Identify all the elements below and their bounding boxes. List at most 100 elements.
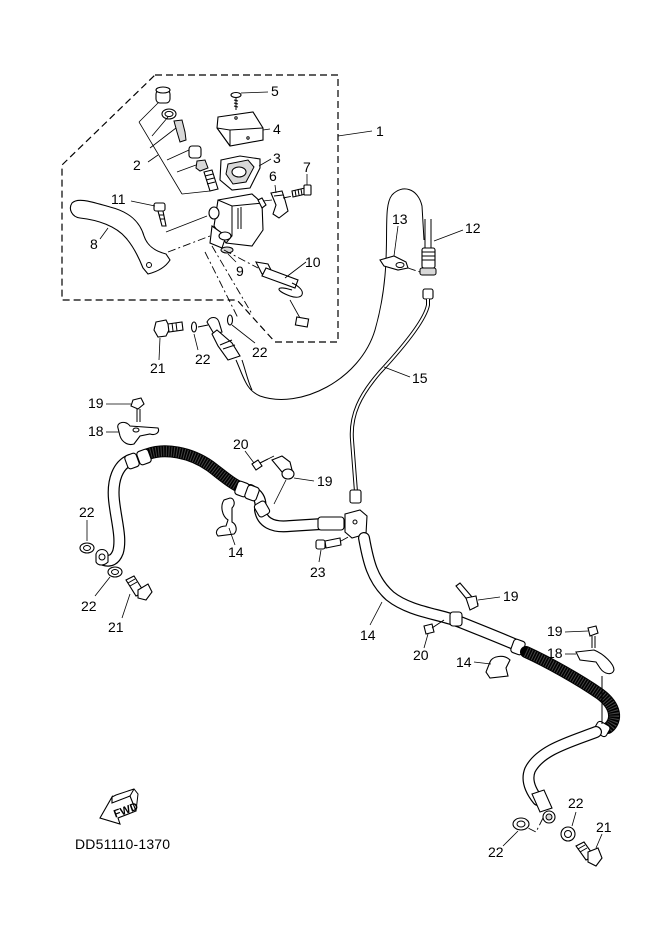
clip-dashdot <box>407 267 421 273</box>
part-17-holder-right <box>575 649 615 675</box>
part-10-switch <box>255 261 310 328</box>
callout-22-left-a: 22 <box>79 504 95 520</box>
leader-13 <box>393 225 399 257</box>
pipe-15-in <box>350 299 429 493</box>
leader-22-top-b <box>231 324 256 344</box>
callout-14-label: 14 <box>360 627 376 643</box>
part-20-bolt-mid <box>251 458 269 471</box>
leader-15 <box>383 366 411 378</box>
part-22-gasket-top-b <box>226 314 234 326</box>
callout-21-top: 21 <box>150 360 166 376</box>
callout-16-left: 14 <box>228 544 244 560</box>
callout-22-right-a: 22 <box>488 844 504 860</box>
callout-13: 13 <box>392 211 408 227</box>
part-21-union-bolt-top <box>153 319 184 338</box>
callout-10: 10 <box>305 254 321 270</box>
joint-left-a <box>124 452 140 470</box>
callout-22-right-b: 22 <box>568 795 584 811</box>
callout-9: 9 <box>236 263 244 279</box>
part-3-diaphragm <box>219 155 261 191</box>
pipe-15-top-nut <box>422 288 434 300</box>
part-11-bolt <box>153 202 167 227</box>
callout-16-right-label: 14 <box>456 654 472 670</box>
callout-22-top-a: 22 <box>195 351 211 367</box>
leader-11 <box>130 200 156 207</box>
leader-10 <box>284 261 307 279</box>
leader-19-right <box>477 596 501 601</box>
part-22-gasket-left-a <box>79 542 95 554</box>
callout-5: 5 <box>271 83 279 99</box>
assembly-group-boundary <box>61 74 339 343</box>
callout-1: 1 <box>376 123 384 139</box>
leader-21-top <box>158 337 161 361</box>
part-16-clamp-right <box>485 655 511 679</box>
leader-18-right <box>564 630 589 633</box>
joint-mid-b <box>244 484 260 502</box>
part-4-cap <box>216 111 264 147</box>
part-22-gasket-right-a <box>512 817 530 831</box>
part-22-gasket-right-a-hole <box>516 820 526 828</box>
hose-12-line-b <box>241 359 253 391</box>
clamp-19-mid-link <box>267 455 287 505</box>
leader-22-top-a <box>193 333 199 351</box>
part-22-gasket-left-a-hole <box>83 545 91 551</box>
part-23-bolt <box>315 537 342 550</box>
leader-1 <box>337 130 373 137</box>
leader-20-mid <box>244 450 255 464</box>
leader-22-right-b <box>571 811 577 827</box>
callout-17-right-label: 18 <box>547 645 563 661</box>
master-cylinder-body <box>208 193 267 249</box>
joint-left-b <box>136 448 152 466</box>
hose-12-top-fitting <box>197 316 241 361</box>
bracket-lines-2 <box>138 102 211 195</box>
hose-14-in <box>359 533 519 649</box>
part-18-bolt-right <box>587 625 599 648</box>
leader-2 <box>147 154 159 163</box>
part-18-bolt-left <box>130 397 145 422</box>
callout-23: 23 <box>310 564 326 580</box>
drawing-code: DD51110-1370 <box>75 836 171 852</box>
part-5-screw <box>230 91 242 110</box>
part-22-gasket-top-a <box>190 321 198 333</box>
part-22-gasket-right-b-hole <box>564 830 572 838</box>
fwd-direction-arrow: FWD <box>99 788 140 825</box>
callout-22-top-b: 22 <box>252 344 268 360</box>
bolt-23-dashdot <box>340 535 351 542</box>
leader-22-left-b <box>94 576 111 597</box>
leader-14 <box>369 601 383 626</box>
leader-16-left <box>228 527 236 546</box>
part-21-union-bolt-left <box>125 575 153 601</box>
callout-18-right-label: 19 <box>547 623 563 639</box>
callout-4: 4 <box>273 121 281 137</box>
callout-22-left-b: 22 <box>81 598 97 614</box>
part-17-holder-left <box>117 421 160 446</box>
right-banjo-fitting <box>542 810 556 824</box>
leader-5 <box>240 91 269 94</box>
leader-9 <box>227 253 237 263</box>
callout-19-right-label: 19 <box>503 588 519 604</box>
leader-21-right <box>595 833 603 849</box>
hose-right-end <box>531 789 553 813</box>
right-banjo-dashdot <box>527 817 544 833</box>
callout-15: 15 <box>412 370 428 386</box>
leader-7b <box>282 195 294 199</box>
leader-6 <box>274 184 277 194</box>
callout-8: 8 <box>90 236 98 252</box>
leader-23 <box>318 549 322 563</box>
switch-dashdot <box>223 249 259 269</box>
callout-2: 2 <box>133 157 141 173</box>
callout-21-right: 21 <box>596 819 612 835</box>
part-7-bolt <box>291 184 312 198</box>
part-22-gasket-left-b-hole <box>111 569 119 575</box>
part-22-gasket-right-b <box>560 826 576 842</box>
leader-22-right-a <box>502 830 519 847</box>
part-22-gasket-left-b <box>107 566 123 578</box>
leader-3 <box>258 158 272 167</box>
callout-12: 12 <box>465 220 481 236</box>
leader-20-right <box>423 633 429 649</box>
callout-21-left: 21 <box>108 619 124 635</box>
axis-line-top <box>204 245 253 319</box>
leader-11-path <box>165 215 208 233</box>
hose-right-corrugated <box>523 647 620 732</box>
part-6-holder <box>270 190 289 219</box>
